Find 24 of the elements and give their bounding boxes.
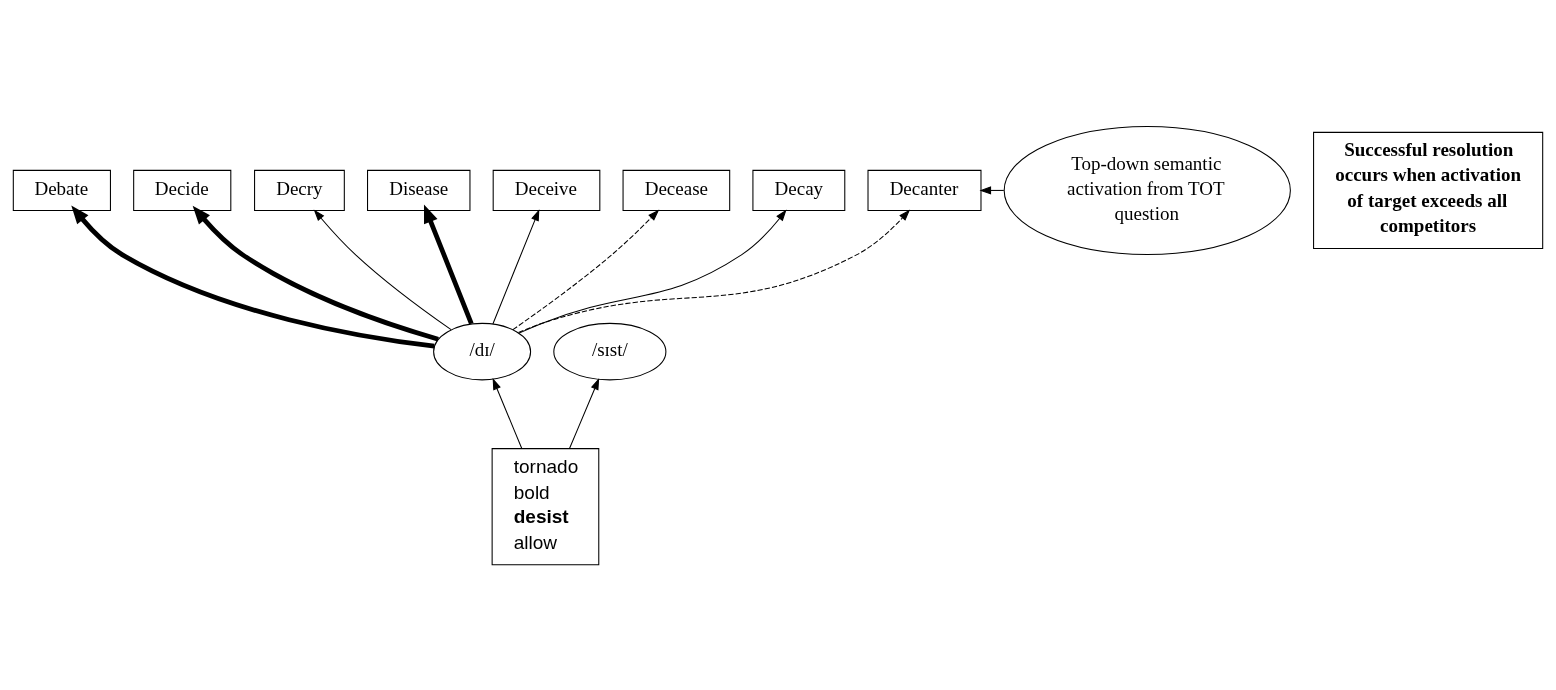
node-ellipse: Top-down semantic activation from TOT question <box>1003 125 1291 255</box>
arrow <box>518 209 911 333</box>
node-box: Deceive <box>492 169 601 211</box>
node-box: Decry <box>254 169 345 211</box>
node-box: tornado bold desist allow <box>491 447 600 565</box>
node-ellipse: /sɪst/ <box>553 322 667 380</box>
arrow <box>518 208 787 334</box>
arrow <box>512 209 660 330</box>
arrow <box>492 208 540 324</box>
arrow <box>423 204 474 324</box>
arrow <box>192 205 439 341</box>
node-box: Debate <box>12 169 111 211</box>
node-box: Decease <box>622 169 731 211</box>
arrow <box>492 377 523 449</box>
arrow <box>71 204 435 349</box>
arrow <box>313 208 452 330</box>
node-box: Decanter <box>867 169 982 211</box>
node-box: Decay <box>752 169 846 211</box>
arrow <box>569 377 600 449</box>
node-box: Disease <box>367 169 471 211</box>
arrow <box>979 185 1005 194</box>
node-box: Successful resolution occurs when activation of target exceeds all competitors <box>1313 131 1544 249</box>
node-box: Decide <box>133 169 232 211</box>
node-ellipse: /dɪ/ <box>433 322 532 380</box>
